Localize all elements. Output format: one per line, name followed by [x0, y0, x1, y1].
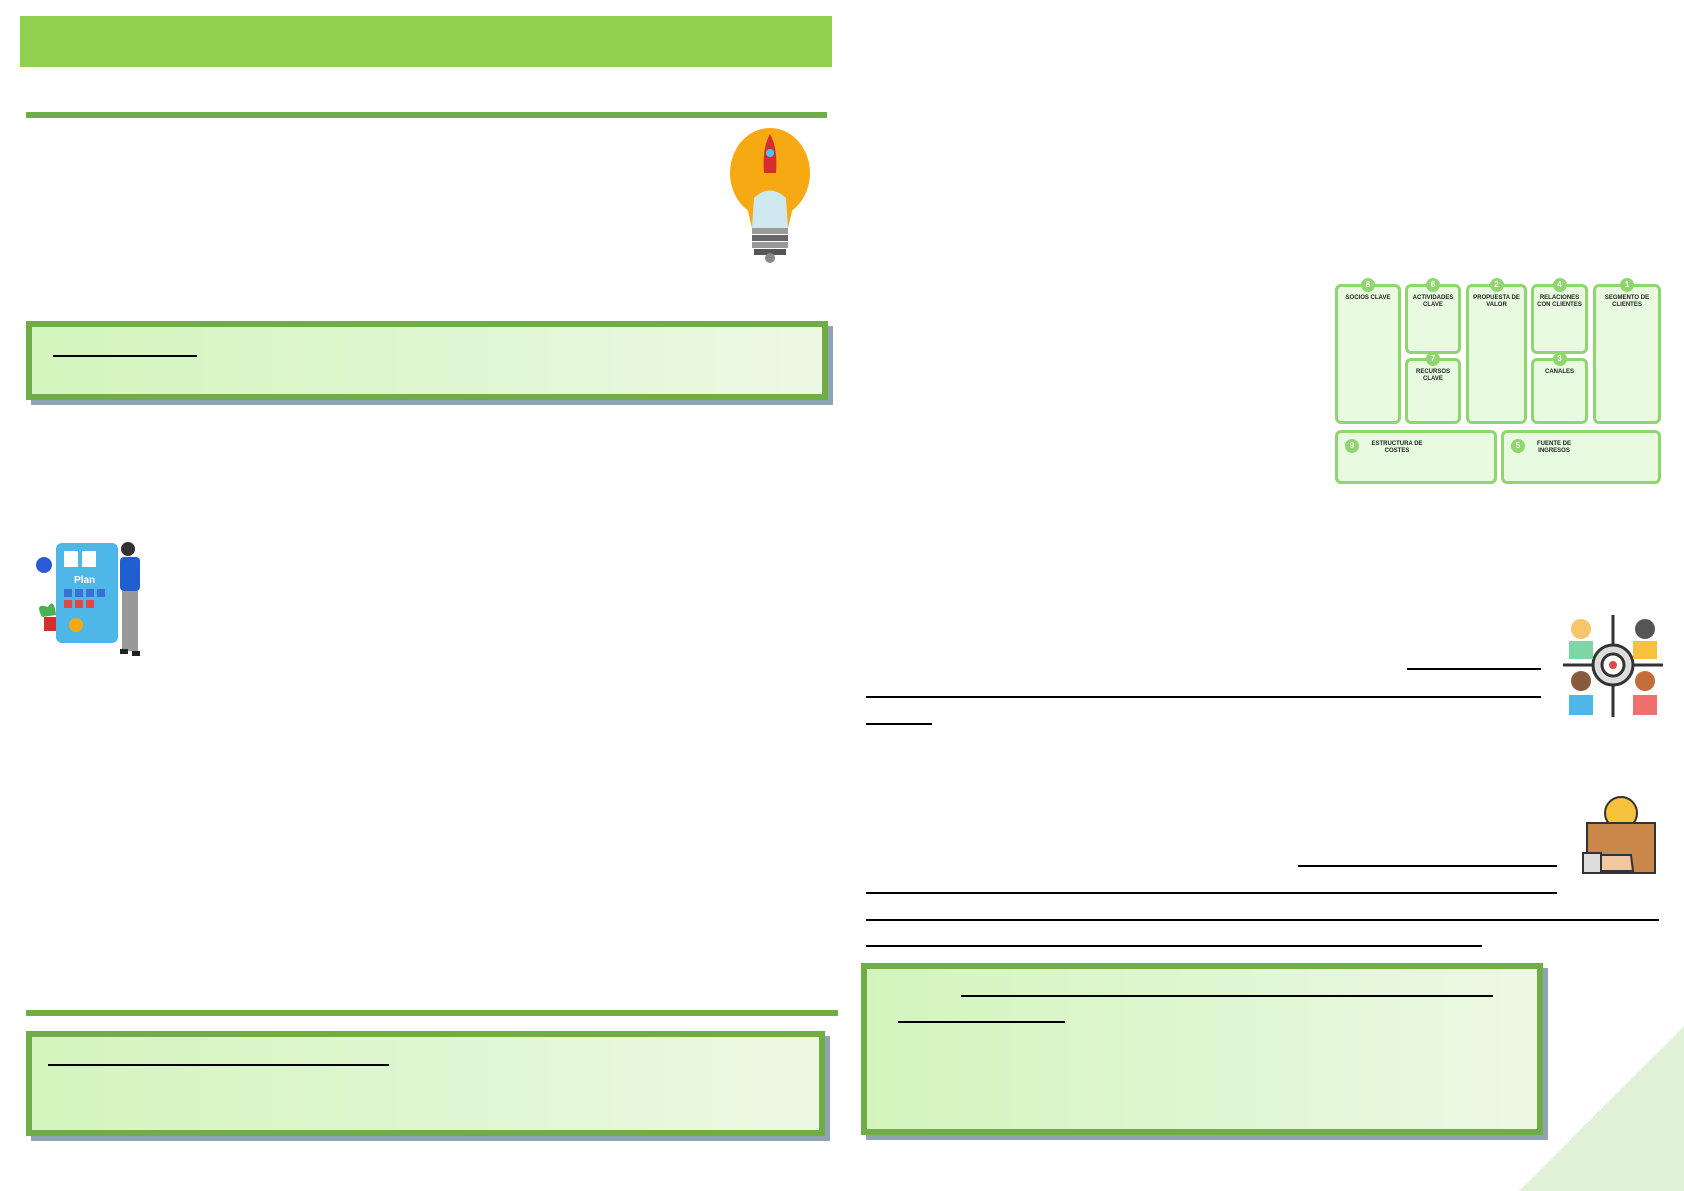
blank-line [866, 919, 1659, 921]
blank-line [866, 696, 1541, 698]
canvas-cell-ingresos: 5 FUENTE DE INGRESOS [1501, 430, 1661, 484]
cell-number: 3 [1552, 352, 1567, 366]
cell-label: ACTIVIDADES CLAVE [1412, 295, 1454, 308]
cell-label: SEGMENTO DE CLIENTES [1604, 295, 1650, 308]
corner-decoration [1519, 1026, 1684, 1191]
blank-line [1407, 668, 1541, 670]
blank-line [53, 355, 197, 357]
cell-label: PROPUESTA DE VALOR [1473, 295, 1520, 308]
highlight-box-2 [26, 1031, 825, 1136]
cell-number: 5 [1511, 439, 1525, 453]
blank-line [48, 1064, 389, 1066]
cell-label: CANALES [1544, 369, 1574, 375]
cell-label: SOCIOS CLAVE [1345, 295, 1391, 301]
cell-label: FUENTE DE INGRESOS [1536, 441, 1571, 454]
planning-illustration: Plan [36, 542, 140, 656]
highlight-box-1 [26, 321, 828, 400]
highlight-box-3 [861, 963, 1543, 1135]
blank-line [866, 723, 932, 725]
cell-label: RECURSOS CLAVE [1415, 369, 1450, 382]
blank-line [866, 945, 1482, 947]
cell-number: 4 [1552, 278, 1567, 292]
section-divider [26, 112, 827, 118]
cell-label: RELACIONES CON CLIENTES [1537, 295, 1582, 308]
cell-number: 8 [1361, 278, 1375, 292]
canvas-cell-costes: 9 ESTRUCTURA DE COSTES [1335, 430, 1497, 484]
cell-label: ESTRUCTURA DE COSTES [1371, 441, 1423, 454]
cell-number: 1 [1620, 278, 1634, 292]
title-banner [20, 16, 832, 67]
blank-line [866, 892, 1557, 894]
blank-line [961, 995, 1493, 997]
cell-number: 2 [1489, 278, 1504, 292]
cell-number: 7 [1426, 352, 1440, 366]
cell-number: 9 [1345, 439, 1359, 453]
blank-line [898, 1021, 1065, 1023]
section-divider [26, 1010, 838, 1016]
lightbulb-rocket-icon [730, 128, 810, 263]
plan-label: Plan [74, 575, 95, 586]
blank-line [1298, 865, 1557, 867]
cell-number: 6 [1426, 278, 1440, 292]
target-audience-icon [1563, 615, 1663, 717]
product-box-icon [1582, 796, 1656, 874]
